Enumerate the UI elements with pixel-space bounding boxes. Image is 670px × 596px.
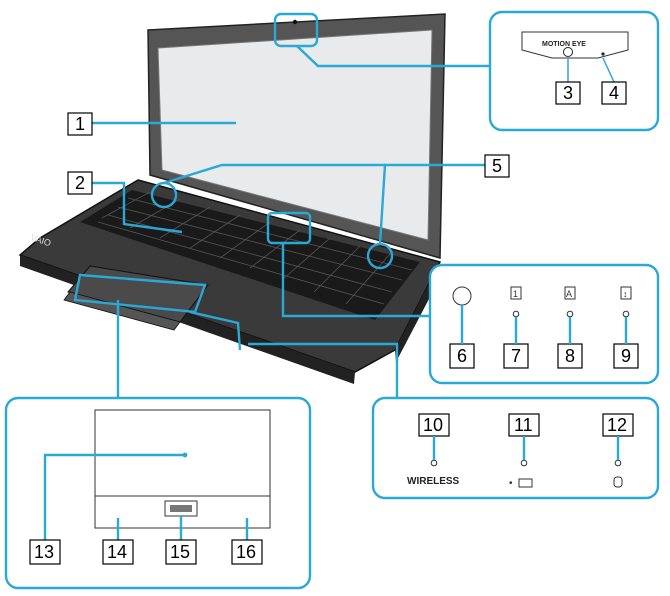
number-labels: 1 2 3 4 5 6 7 8 9 10 11 12 13 14 15 16 <box>29 81 639 565</box>
svg-text:5: 5 <box>492 156 502 176</box>
callout-11: 11 <box>508 413 540 437</box>
camera-panel: MOTION EYE <box>488 10 660 132</box>
svg-text:13: 13 <box>34 542 54 562</box>
svg-text:11: 11 <box>514 415 533 435</box>
wireless-label: WIRELESS <box>407 476 460 487</box>
laptop-lid <box>147 13 446 259</box>
svg-text:1: 1 <box>513 289 518 299</box>
svg-text:1: 1 <box>75 114 85 134</box>
svg-text:2: 2 <box>75 173 85 193</box>
svg-text:14: 14 <box>107 542 127 562</box>
svg-text:15: 15 <box>170 542 190 562</box>
callout-1: 1 <box>67 112 93 136</box>
callout-14: 14 <box>102 539 134 565</box>
indicator-panel-bottom: WIRELESS • <box>371 396 660 500</box>
callout-16: 16 <box>231 539 263 565</box>
svg-text:12: 12 <box>607 415 627 435</box>
callout-6: 6 <box>449 343 475 369</box>
callout-13: 13 <box>29 539 61 565</box>
svg-text:8: 8 <box>565 346 575 366</box>
callout-8: 8 <box>557 343 583 369</box>
svg-text:16: 16 <box>236 542 256 562</box>
svg-text:10: 10 <box>423 415 443 435</box>
callout-2: 2 <box>67 171 93 195</box>
svg-text:7: 7 <box>511 346 521 366</box>
laptop-base: VAIO <box>18 179 442 384</box>
svg-text:↕: ↕ <box>623 289 628 299</box>
callout-12: 12 <box>602 413 634 437</box>
svg-text:A: A <box>566 289 572 299</box>
svg-text:3: 3 <box>563 83 573 103</box>
svg-text:4: 4 <box>609 83 619 103</box>
svg-text:•: • <box>509 478 513 489</box>
svg-text:9: 9 <box>621 346 631 366</box>
svg-text:6: 6 <box>457 346 467 366</box>
laptop-callouts <box>73 12 490 398</box>
callout-5: 5 <box>484 154 510 178</box>
indicator-stubs <box>432 305 628 460</box>
callout-7: 7 <box>503 343 529 369</box>
callout-10: 10 <box>418 413 450 437</box>
callout-3: 3 <box>555 81 581 105</box>
callout-15: 15 <box>165 539 197 565</box>
camera-label: MOTION EYE <box>542 41 586 48</box>
callout-9: 9 <box>613 343 639 369</box>
indicator-panel-top: 1 A ↕ <box>428 263 660 385</box>
callout-4: 4 <box>601 81 627 105</box>
